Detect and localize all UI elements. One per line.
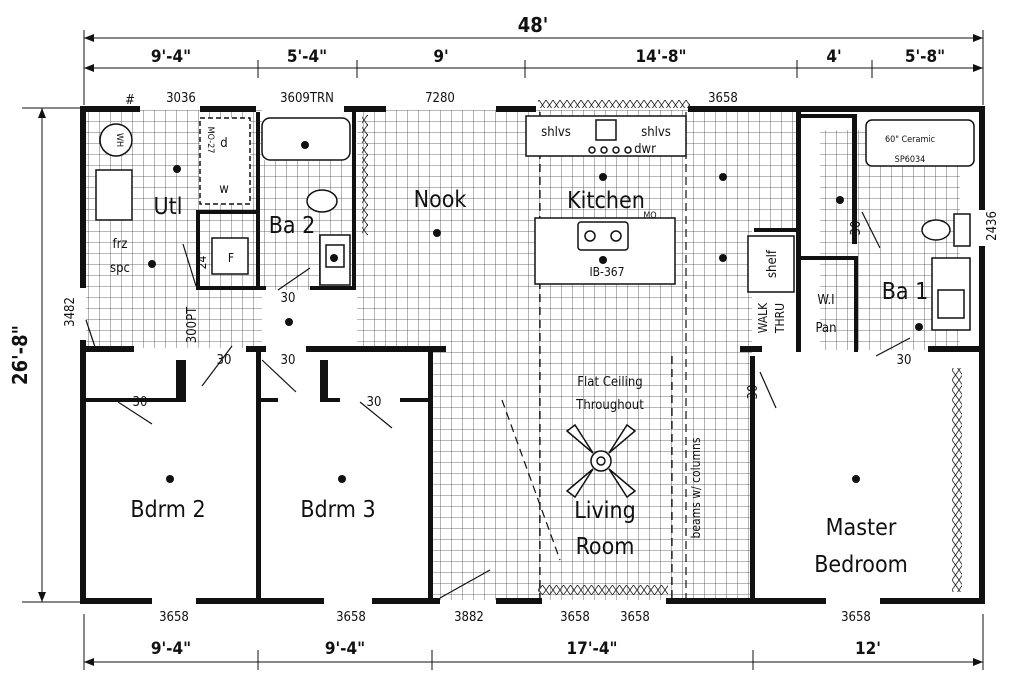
label-walk: WALK xyxy=(756,302,770,333)
walls xyxy=(80,106,985,604)
overall-depth: 26'-8" xyxy=(8,325,32,385)
room-bdrm2: Bdrm 2 xyxy=(130,497,205,523)
hash-mark: # xyxy=(125,93,135,108)
beam-lines xyxy=(501,112,687,598)
door-label-util-left: 30 xyxy=(217,353,232,368)
label-24: 24" xyxy=(195,251,209,270)
dimension-arrows xyxy=(38,34,983,666)
master-closet-hatch xyxy=(952,368,962,592)
label-wh: WH xyxy=(114,133,124,147)
top-dim-5: 4' xyxy=(826,47,841,67)
label-mo27: MO-27 xyxy=(205,127,215,154)
room-wi-1: W.I xyxy=(817,293,834,308)
room-ba1: Ba 1 xyxy=(882,279,929,305)
ceiling-fan-icon xyxy=(565,423,637,499)
room-ba2: Ba 2 xyxy=(269,213,316,239)
door-label-util-right: 30 xyxy=(281,353,296,368)
top-dim-3: 9' xyxy=(433,47,448,67)
room-master-2: Bedroom xyxy=(814,552,908,578)
window-bottom-5: 3658 xyxy=(620,610,650,625)
window-top-3: 7280 xyxy=(425,91,455,106)
label-300pt: 300PT xyxy=(185,306,200,343)
kitchen-counter xyxy=(525,115,687,285)
island-light-dot xyxy=(599,256,607,264)
room-bdrm3: Bdrm 3 xyxy=(300,497,375,523)
label-ceramic: 60" Ceramic xyxy=(885,135,935,145)
label-ceiling-2: Throughout xyxy=(575,398,644,413)
door-label-master: 30 xyxy=(746,385,761,400)
room-living-1: Living xyxy=(574,498,636,524)
window-top-4: 3658 xyxy=(708,91,738,106)
door-label-ba2: 30 xyxy=(281,291,296,306)
top-dim-1: 9'-4" xyxy=(151,47,191,67)
room-kitchen: Kitchen xyxy=(567,188,645,214)
label-sp6034: SP6034 xyxy=(895,155,926,165)
bottom-dim-3: 17'-4" xyxy=(567,639,618,659)
bottom-hatch xyxy=(538,585,668,595)
window-right: 2436 xyxy=(985,211,1000,241)
top-dim-2: 5'-4" xyxy=(287,47,327,67)
door-label-ba1-top: 30 xyxy=(849,221,864,236)
room-wi-2: Pan xyxy=(815,321,836,336)
top-hatch xyxy=(538,100,690,108)
window-bottom-1: 3658 xyxy=(159,610,189,625)
label-thru: THRU xyxy=(773,303,787,334)
label-beams: beams w/ columns xyxy=(689,437,703,538)
top-dim-4: 14'-8" xyxy=(636,47,687,67)
window-bottom-6: 3658 xyxy=(841,610,871,625)
door-label-bdrm3: 30 xyxy=(367,395,382,410)
room-living-2: Room xyxy=(576,534,635,560)
door-label-bdrm2: 30 xyxy=(133,395,148,410)
kitchen-light-dot xyxy=(599,173,607,181)
room-nook: Nook xyxy=(414,187,467,213)
overall-width: 48' xyxy=(518,13,549,37)
door-swings xyxy=(85,211,911,599)
window-bottom-3: 3882 xyxy=(454,610,484,625)
light-fixtures xyxy=(148,141,923,483)
bottom-dim-1: 9'-4" xyxy=(151,639,191,659)
label-dryer: d xyxy=(220,136,227,151)
utility-fixtures xyxy=(95,117,795,293)
window-bottom-4: 3658 xyxy=(560,610,590,625)
room-master-1: Master xyxy=(826,515,897,541)
label-dishwasher: dwr xyxy=(634,142,656,157)
label-ceiling-1: Flat Ceiling xyxy=(577,375,642,390)
label-shelves-left: shlvs xyxy=(541,125,571,140)
nook-hatch xyxy=(362,115,368,235)
bottom-dim-2: 9'-4" xyxy=(325,639,365,659)
window-top-1: 3036 xyxy=(166,91,196,106)
door-label-ba1-bottom: 30 xyxy=(897,353,912,368)
ba1-fixtures xyxy=(865,119,975,331)
label-mo: MO xyxy=(643,211,656,221)
window-bottom-2: 3658 xyxy=(336,610,366,625)
room-utl: Utl xyxy=(153,194,182,220)
window-left: 3482 xyxy=(63,297,78,327)
label-shelves-right: shlvs xyxy=(641,125,671,140)
window-top-2: 3609TRN xyxy=(280,91,334,106)
label-island: IB-367 xyxy=(589,265,624,279)
label-washer: w xyxy=(219,182,229,197)
bottom-dim-4: 12' xyxy=(855,639,881,659)
label-spc: spc xyxy=(110,261,130,276)
top-dim-6: 5'-8" xyxy=(905,47,945,67)
label-shelf: shelf xyxy=(765,249,780,278)
dimension-lines xyxy=(22,30,984,670)
label-frz: frz xyxy=(112,237,127,252)
label-furnace: F xyxy=(228,251,234,265)
